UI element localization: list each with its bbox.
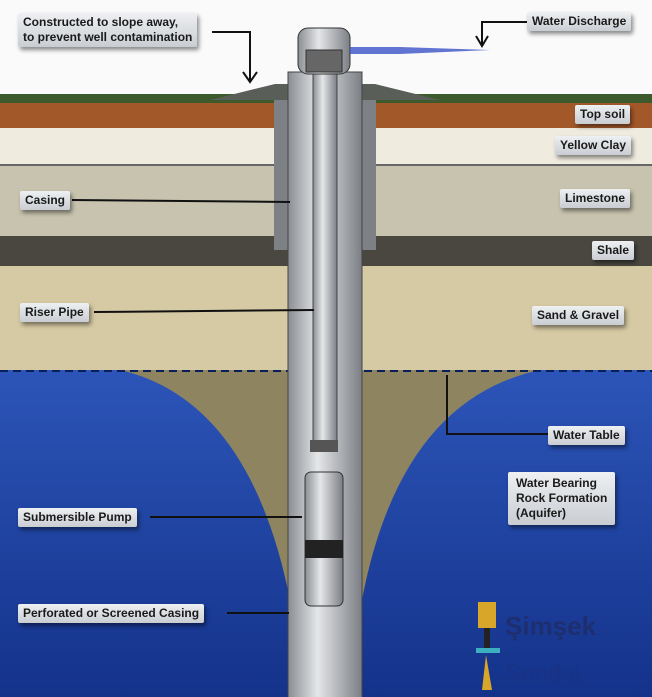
aquifer-line2: Rock Formation	[516, 491, 608, 505]
label-casing: Casing	[20, 191, 71, 210]
label-limestone: Limestone	[560, 189, 631, 208]
pointer-arrows	[71, 21, 548, 614]
label-water-discharge: Water Discharge	[527, 12, 632, 31]
discharge-pipe	[350, 47, 490, 54]
logo-drill-icon	[476, 602, 500, 690]
aquifer-line1: Water Bearing	[516, 476, 597, 490]
label-slope: Constructed to slope away,to prevent wel…	[18, 13, 198, 47]
aquifer-line3: (Aquifer)	[516, 506, 566, 520]
label-water-table: Water Table	[548, 426, 625, 445]
logo-text: Şimşek	[505, 611, 597, 641]
logo-subtext: Sondaj	[505, 660, 580, 687]
label-riser-pipe: Riser Pipe	[20, 303, 89, 322]
grout-seal-left	[274, 100, 288, 250]
label-top-soil: Top soil	[575, 105, 631, 124]
grout-seal-right	[362, 100, 376, 250]
submersible-pump	[304, 471, 344, 607]
label-screened-casing: Perforated or Screened Casing	[18, 604, 205, 623]
label-submersible-pump: Submersible Pump	[18, 508, 137, 527]
label-slope-line1: Constructed to slope away,	[23, 15, 179, 29]
label-sand-gravel: Sand & Gravel	[532, 306, 625, 325]
label-shale: Shale	[592, 241, 635, 260]
label-slope-line2: to prevent well contamination	[23, 30, 193, 44]
riser-pipe	[312, 71, 338, 443]
label-yellow-clay: Yellow Clay	[555, 136, 632, 155]
